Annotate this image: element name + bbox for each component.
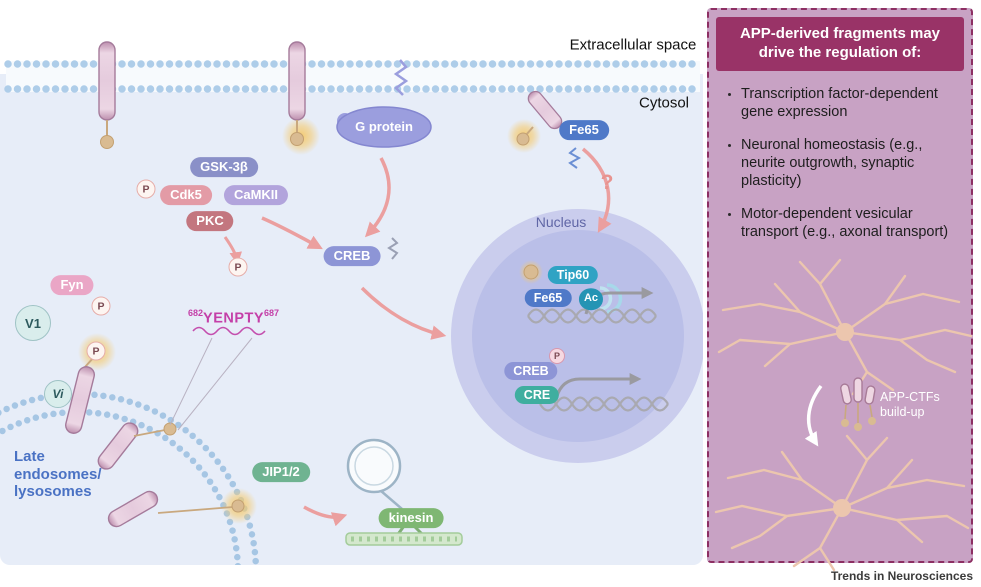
nucleus-label: Nucleus — [535, 214, 587, 230]
fe65-label: Fe65 — [559, 120, 609, 140]
app-ctfs-line1: APP-CTFs — [880, 390, 940, 404]
camkii-label: CaMKII — [223, 185, 289, 205]
fyn-label: Fyn — [50, 275, 94, 295]
tip60-label: Tip60 — [547, 265, 599, 285]
phospho-badge-creb: P — [549, 348, 565, 364]
jip12-label: JIP1/2 — [252, 462, 310, 482]
ac-acetyl-label: Ac — [578, 288, 604, 310]
kinesin-label: kinesin — [378, 508, 444, 528]
yenpty-end-residue: 687 — [264, 308, 280, 318]
vi-vesicle-label: Vi — [44, 380, 72, 408]
yenpty-start-residue: 682 — [188, 308, 204, 318]
cre-label: CRE — [514, 385, 560, 405]
late-endosomes-label: Late endosomes/ lysosomes — [14, 448, 102, 501]
late-endosomes-line2: endosomes/ — [14, 465, 102, 483]
bullet-vesicular-transport: Motor-dependent vesicular transport (e.g… — [741, 205, 961, 241]
phospho-badge-2: P — [228, 257, 248, 277]
v1-vesicle-label: V1 — [15, 305, 51, 341]
yenpty-core: YENPTY — [203, 310, 265, 327]
gsk3b-label: GSK-3β — [190, 157, 258, 177]
cytosol-label: Cytosol — [638, 94, 690, 112]
yenpty-motif-label: 682YENPTY687 — [188, 308, 279, 327]
late-endosomes-line1: Late — [14, 448, 45, 465]
extracellular-space-label: Extracellular space — [569, 36, 697, 54]
phospho-badge-1: P — [136, 179, 156, 199]
panel-title: APP-derived fragments may drive the regu… — [716, 17, 964, 71]
phospho-badge-3: P — [91, 296, 111, 316]
creb-cytosol-label: CREB — [323, 246, 381, 266]
late-endosomes-line3: lysosomes — [14, 483, 92, 501]
app-ctfs-line2: build-up — [880, 405, 925, 419]
creb-nucleus-label: CREB — [504, 361, 558, 381]
fe65-nucleus-label: Fe65 — [524, 288, 572, 308]
phospho-badge-4: P — [86, 341, 106, 361]
app-ctfs-buildup-label: APP-CTFs build-up — [880, 390, 940, 420]
bullet-neuronal-homeostasis: Neuronal homeostasis (e.g., neurite outg… — [741, 136, 961, 190]
bullet-gene-expression: Transcription factor-dependent gene expr… — [741, 85, 961, 121]
question-mark: ? — [600, 171, 614, 194]
g-protein-label: G protein — [355, 119, 413, 135]
pkc-label: PKC — [186, 211, 234, 231]
panel-bullet-list: Transcription factor-dependent gene expr… — [723, 85, 961, 242]
cdk5-label: Cdk5 — [160, 185, 212, 205]
journal-name: Trends in Neurosciences — [830, 569, 973, 583]
